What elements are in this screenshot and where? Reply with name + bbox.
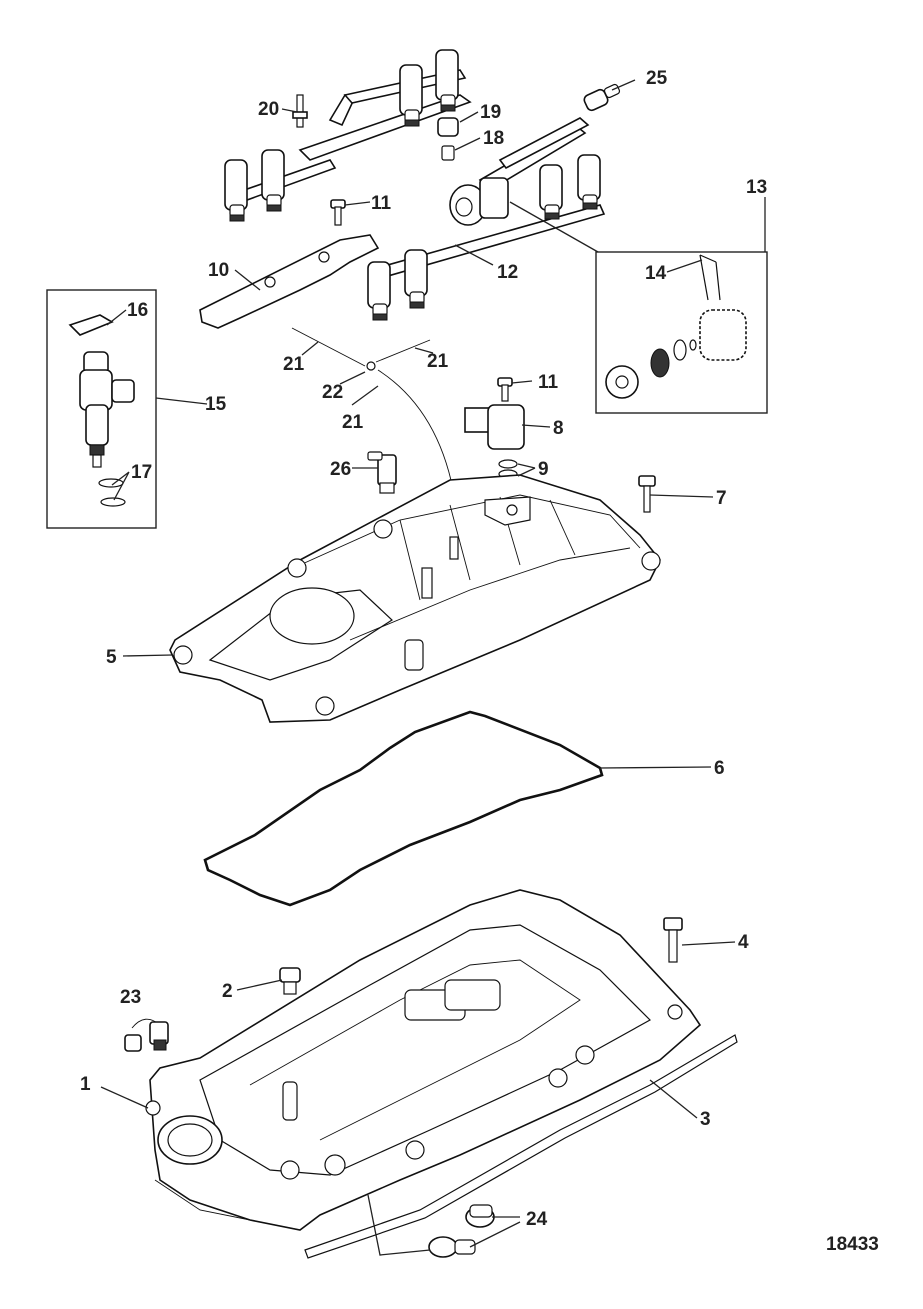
callout-22: 22 <box>322 382 343 403</box>
callout-19: 19 <box>480 102 501 123</box>
callout-16: 16 <box>127 300 148 321</box>
upper-manifold-gasket <box>203 710 604 907</box>
lower-manifold-gasket <box>304 1034 738 1259</box>
callout-8: 8 <box>553 418 564 439</box>
fitting <box>465 1204 495 1228</box>
callout-1: 1 <box>80 1074 91 1095</box>
callout-11-sensor: 11 <box>538 372 559 393</box>
callout-5: 5 <box>106 647 117 668</box>
callout-7: 7 <box>716 488 727 509</box>
map-sensor-group <box>464 377 525 479</box>
callout-9: 9 <box>538 459 549 480</box>
bolt <box>638 475 656 513</box>
callout-18: 18 <box>483 128 504 149</box>
callout-11-top: 11 <box>371 193 392 214</box>
callout-12: 12 <box>497 262 518 283</box>
callout-21-left: 21 <box>283 354 305 375</box>
fitting-pair <box>124 1018 169 1052</box>
callout-21-bottom: 21 <box>342 412 364 433</box>
callout-4: 4 <box>738 932 749 953</box>
lower-intake-manifold <box>145 889 702 1231</box>
detail-box-regulator <box>595 251 768 414</box>
callout-6: 6 <box>714 758 725 779</box>
callout-20: 20 <box>258 99 279 120</box>
schrader-valve <box>441 145 455 161</box>
fuel-injector-exploded <box>68 314 135 507</box>
leader-lines <box>100 79 766 1256</box>
pressure-regulator-exploded <box>605 254 747 399</box>
stud <box>292 94 308 128</box>
callout-14: 14 <box>645 263 667 284</box>
fitting <box>428 1236 476 1258</box>
screw <box>330 199 346 226</box>
callout-10: 10 <box>208 260 229 281</box>
upper-intake-manifold <box>169 474 661 723</box>
detail-box-injector <box>46 289 157 529</box>
callout-13: 13 <box>746 177 767 198</box>
plug <box>279 967 301 995</box>
callout-15: 15 <box>205 394 227 415</box>
fuel-rail-assembly <box>224 49 621 321</box>
callout-17: 17 <box>131 462 152 483</box>
bolt <box>663 917 683 963</box>
temperature-sensor <box>367 451 397 494</box>
fuel-rail-bracket <box>199 234 380 329</box>
callout-26: 26 <box>330 459 351 480</box>
callout-labels: 1 2 3 4 5 6 7 8 9 10 11 11 12 13 14 15 1… <box>80 68 767 1230</box>
fuel-line-fitting <box>583 83 621 112</box>
callout-2: 2 <box>222 981 233 1002</box>
callout-3: 3 <box>700 1109 711 1130</box>
callout-23: 23 <box>120 987 141 1008</box>
callout-24: 24 <box>526 1209 548 1230</box>
schrader-cap <box>437 117 459 137</box>
callout-25: 25 <box>646 68 668 89</box>
figure-number: 18433 <box>826 1234 879 1255</box>
callout-21-right: 21 <box>427 351 449 372</box>
